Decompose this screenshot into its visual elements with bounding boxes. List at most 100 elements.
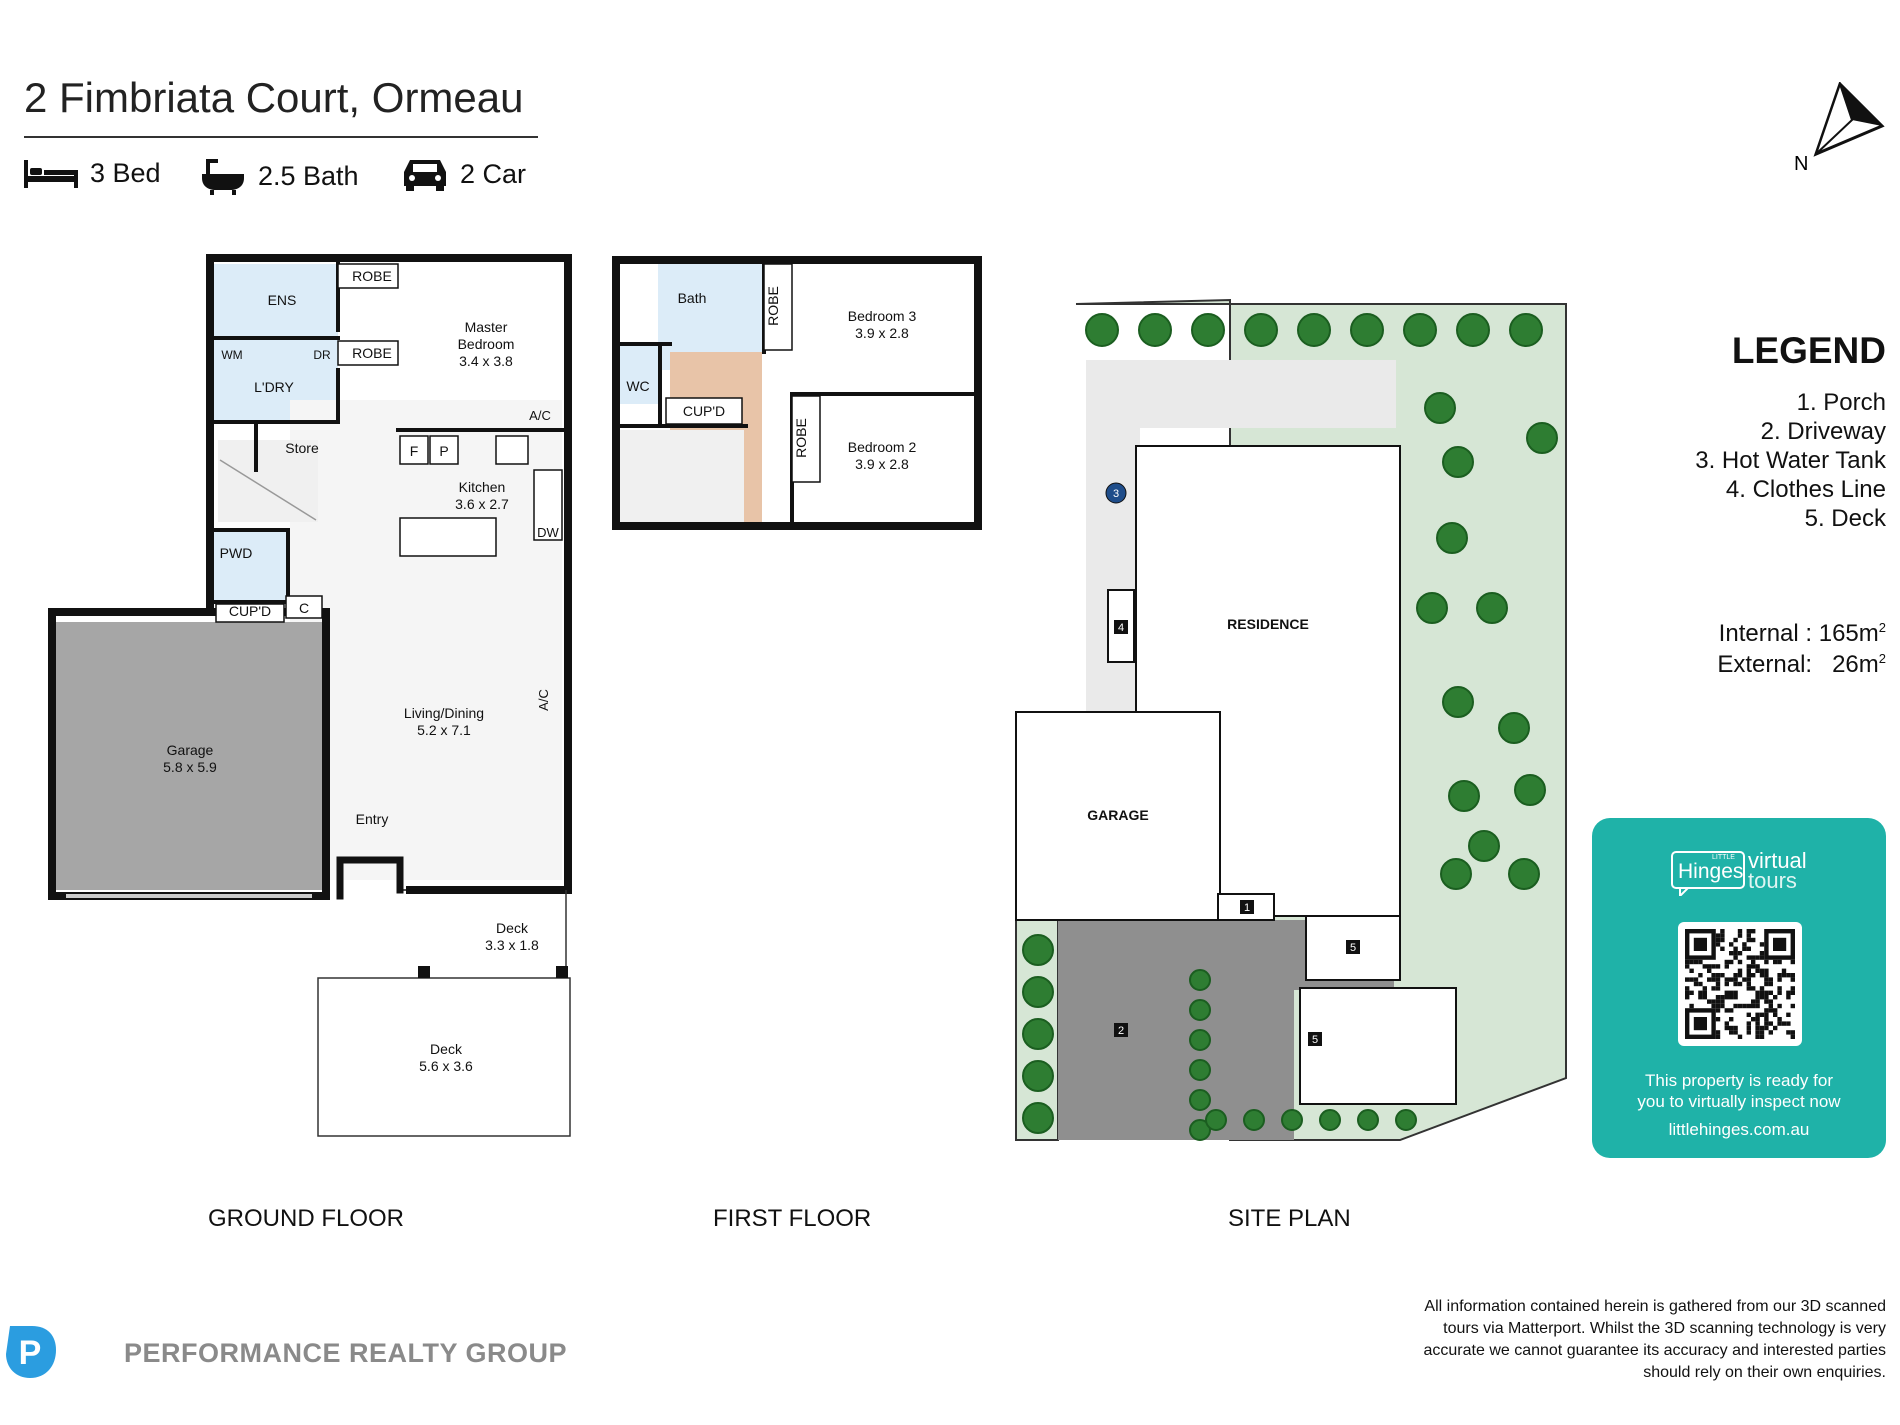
label-ldry: L'DRY (254, 379, 294, 395)
label-pwd: PWD (220, 545, 253, 561)
label-wm: WM (221, 348, 242, 362)
tree-icon (1297, 313, 1331, 347)
tree-icon (1350, 313, 1384, 347)
label-deck-2: Deck (430, 1041, 463, 1057)
tree-icon (1085, 313, 1119, 347)
feature-cars-label: 2 Car (460, 158, 527, 189)
legend-item: 4. Clothes Line (1725, 476, 1886, 503)
feature-beds-label: 3 Bed (90, 157, 161, 188)
marker-driveway: 2 (1114, 1023, 1128, 1037)
first-floor-label: FIRST FLOOR (713, 1205, 872, 1232)
tree-icon (1189, 969, 1211, 991)
label-c: C (299, 600, 309, 616)
label-kitchen: Kitchen (459, 479, 506, 495)
logo-hinges: Hinges (1678, 860, 1744, 883)
legend-item: 2. Driveway (1760, 418, 1886, 445)
label-garage: Garage (167, 742, 214, 758)
ground-floor-label: GROUND FLOOR (208, 1205, 405, 1232)
virtual-tour-card[interactable]: Hinges LITTLE virtual tours This propert… (1592, 818, 1886, 1158)
label-living-dims: 5.2 x 7.1 (417, 722, 471, 738)
feature-cars: 2 Car (402, 156, 526, 192)
tree-icon (1244, 313, 1278, 347)
tree-icon (1440, 858, 1472, 890)
brand-logo-icon: P (2, 1322, 58, 1387)
north-compass: N (1780, 80, 1886, 181)
tree-icon (1448, 780, 1480, 812)
legend-list: 1. Porch 2. Driveway 3. Hot Water Tank 4… (1695, 388, 1886, 533)
label-residence: RESIDENCE (1227, 616, 1309, 632)
label-bedroom-2-dims: 3.9 x 2.8 (855, 456, 909, 472)
logo-tours: tours (1748, 868, 1797, 893)
external-area: External: 26m2 (1717, 651, 1886, 679)
title-underline (24, 136, 538, 138)
label-kitchen-dims: 3.6 x 2.7 (455, 496, 509, 512)
tree-icon (1189, 1059, 1211, 1081)
tree-icon (1403, 313, 1437, 347)
feature-baths: 2.5 Bath (200, 156, 359, 196)
logo-virtual: virtual (1748, 848, 1807, 873)
label-deck-2-dims: 5.6 x 3.6 (419, 1058, 473, 1074)
legend-item: 5. Deck (1804, 505, 1886, 532)
label-store: Store (285, 440, 319, 456)
first-floor-fixtures (665, 263, 821, 483)
page-title: 2 Fimbriata Court, Ormeau (24, 74, 524, 121)
tree-icon (1395, 1109, 1417, 1131)
legend-title: LEGEND (1731, 330, 1886, 371)
marker-deck-b: 5 (1308, 1032, 1322, 1046)
svg-text:1: 1 (1244, 902, 1250, 914)
brand-name: PERFORMANCE REALTY GROUP (124, 1338, 568, 1368)
compass-arrow-icon (1813, 80, 1885, 157)
svg-text:3: 3 (1113, 488, 1119, 500)
external-area-label: External: 26m (1717, 651, 1879, 678)
marker-hot-water-tank: 3 (1105, 482, 1127, 504)
label-robe-1: ROBE (352, 268, 392, 284)
label-bedroom-3: Bedroom 3 (848, 308, 917, 324)
feature-baths-label: 2.5 Bath (258, 160, 359, 191)
site-markers: 1 2 3 4 5 5 (1105, 482, 1360, 1046)
internal-area-label: Internal : 165m (1718, 620, 1879, 647)
svg-text:5: 5 (1312, 1034, 1318, 1046)
label-cupd: CUP'D (683, 403, 725, 419)
label-robe-2: ROBE (793, 418, 809, 458)
label-bedroom-3-dims: 3.9 x 2.8 (855, 325, 909, 341)
internal-area-unit: 2 (1878, 620, 1886, 635)
tree-icon (1468, 830, 1500, 862)
virtual-tour-url[interactable]: littlehinges.com.au (1668, 1120, 1810, 1139)
label-ac-1: A/C (529, 408, 551, 423)
site-paths (1058, 360, 1396, 1140)
label-bath: Bath (678, 290, 707, 306)
marker-porch: 1 (1240, 900, 1254, 914)
internal-area: Internal : 165m2 (1719, 620, 1886, 648)
car-icon (402, 156, 448, 192)
tree-icon (1476, 592, 1508, 624)
label-ac-2: A/C (536, 689, 551, 711)
tree-icon (1514, 774, 1546, 806)
label-deck-1: Deck (496, 920, 529, 936)
tree-icon (1442, 446, 1474, 478)
feature-beds: 3 Bed (24, 156, 161, 190)
legend-item: 3. Hot Water Tank (1695, 447, 1886, 474)
label-pantry: P (439, 443, 448, 459)
tree-icon (1508, 858, 1540, 890)
tree-icon (1022, 934, 1054, 966)
tree-icon (1424, 392, 1456, 424)
label-garage: GARAGE (1087, 807, 1148, 823)
label-master-dims: 3.4 x 3.8 (459, 353, 513, 369)
site-plan: RESIDENCE GARAGE 1 2 3 4 5 5 (1015, 298, 1567, 1141)
tree-icon (1022, 1060, 1054, 1092)
message-line-2: you to virtually inspect now (1637, 1092, 1841, 1111)
marker-deck-a: 5 (1346, 940, 1360, 954)
legend-item: 1. Porch (1796, 389, 1886, 416)
svg-text:4: 4 (1118, 622, 1124, 634)
ground-floor-plan: ROBE ROBE ENS WM DR L'DRY Master Bedroom… (48, 254, 572, 1137)
tree-icon (1022, 976, 1054, 1008)
external-area-unit: 2 (1878, 651, 1886, 666)
virtual-tour-message: This property is ready for you to virtua… (1592, 1070, 1886, 1112)
label-ens: ENS (268, 292, 297, 308)
site-plan-label: SITE PLAN (1228, 1205, 1351, 1232)
site-trees (1022, 313, 1558, 1141)
brand-logo-letter: P (19, 1334, 42, 1372)
label-master-1: Master (465, 319, 508, 335)
qr-code-icon[interactable] (1678, 922, 1802, 1046)
label-robe-1: ROBE (765, 286, 781, 326)
